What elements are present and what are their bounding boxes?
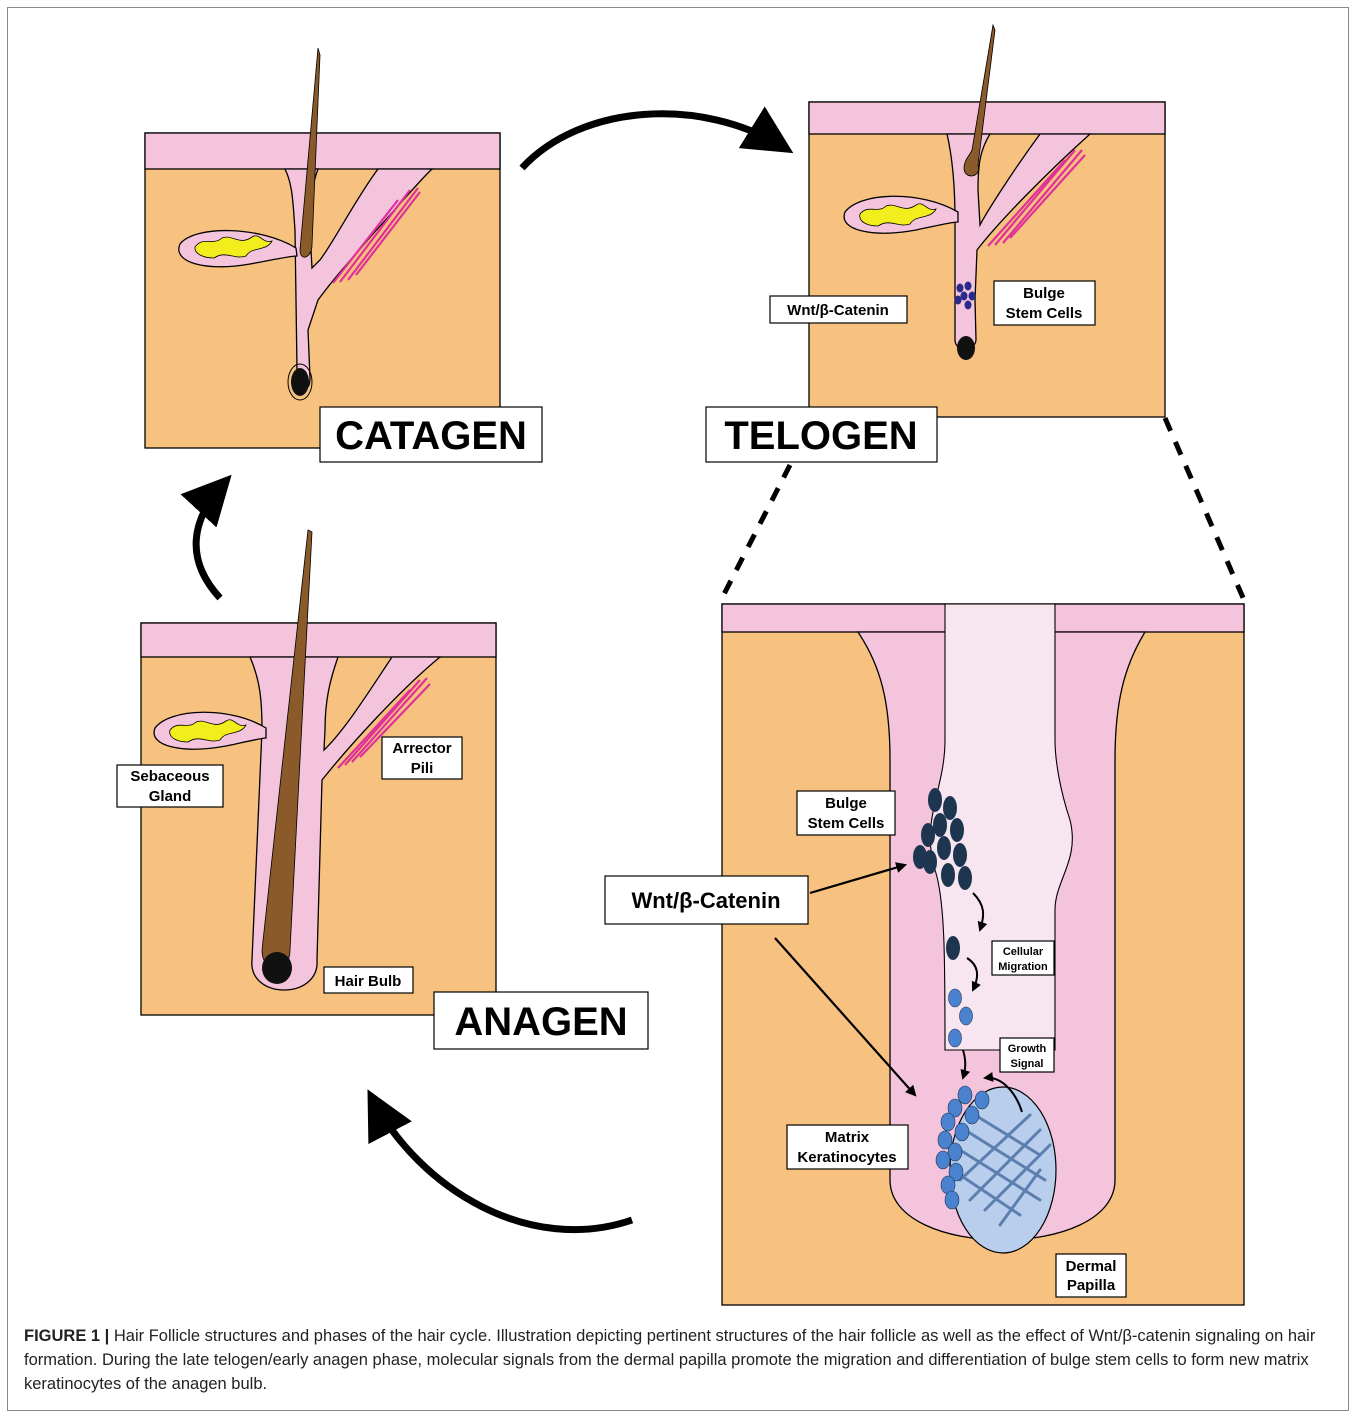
stage-title: ANAGEN [454, 1000, 627, 1044]
svg-text:Dermal: Dermal [1066, 1258, 1117, 1275]
label-cellular-migration: Cellular Migration [992, 941, 1054, 975]
epidermis [145, 133, 500, 169]
svg-text:Papilla: Papilla [1067, 1277, 1116, 1294]
label-sebaceous-gland: Sebaceous Gland [117, 765, 223, 807]
svg-text:Wnt/β-Catenin: Wnt/β-Catenin [631, 888, 780, 913]
stage-label-anagen: ANAGEN [434, 992, 648, 1049]
svg-text:Arrector: Arrector [392, 740, 451, 757]
svg-text:Matrix: Matrix [825, 1129, 870, 1146]
label-telogen-bulge: Bulge Stem Cells [994, 281, 1095, 325]
stage-label-catagen: CATAGEN [320, 407, 542, 462]
svg-text:Growth: Growth [1008, 1043, 1047, 1055]
caption-text: Hair Follicle structures and phases of t… [24, 1327, 1315, 1393]
dermal-papilla [957, 336, 975, 360]
svg-text:Pili: Pili [411, 760, 434, 777]
label-matrix-keratinocytes: Matrix Keratinocytes [787, 1125, 908, 1169]
figure-caption: FIGURE 1 | Hair Follicle structures and … [24, 1324, 1334, 1396]
dermis [809, 102, 1165, 417]
hair-cycle-diagram: CATAGEN TELOGEN ANAGEN Wnt/β-Catenin Bul… [0, 0, 1360, 1320]
svg-text:Stem Cells: Stem Cells [1006, 305, 1083, 322]
stage-title: CATAGEN [335, 414, 527, 458]
figure-label: FIGURE 1 | [24, 1327, 109, 1345]
label-telogen-wnt: Wnt/β-Catenin [770, 296, 907, 323]
svg-text:Stem Cells: Stem Cells [808, 815, 885, 832]
label-dermal-papilla: Dermal Papilla [1056, 1254, 1126, 1297]
stage-title: TELOGEN [724, 414, 917, 458]
svg-text:Migration: Migration [998, 961, 1048, 973]
detail-panel [722, 604, 1244, 1305]
svg-text:Gland: Gland [149, 788, 192, 805]
hair-bulb [291, 368, 309, 396]
epidermis [141, 623, 496, 657]
label-growth-signal: Growth Signal [1000, 1038, 1054, 1072]
svg-text:Wnt/β-Catenin: Wnt/β-Catenin [787, 302, 889, 319]
svg-text:Bulge: Bulge [1023, 285, 1065, 302]
svg-text:Hair Bulb: Hair Bulb [335, 973, 402, 990]
svg-text:Bulge: Bulge [825, 795, 867, 812]
label-detail-wnt: Wnt/β-Catenin [605, 876, 808, 924]
arrow-icon [522, 114, 785, 168]
telogen-panel [809, 25, 1165, 417]
arrow-icon [372, 1098, 632, 1230]
label-detail-bulge: Bulge Stem Cells [797, 791, 895, 835]
arrow-icon [196, 482, 225, 598]
svg-text:Keratinocytes: Keratinocytes [797, 1149, 896, 1166]
label-arrector-pili: Arrector Pili [382, 737, 462, 779]
label-hair-bulb: Hair Bulb [324, 967, 413, 993]
svg-text:Cellular: Cellular [1003, 946, 1044, 958]
svg-text:Sebaceous: Sebaceous [130, 768, 209, 785]
catagen-panel [145, 48, 500, 448]
svg-text:Signal: Signal [1010, 1058, 1043, 1070]
epidermis [809, 102, 1165, 134]
hair-bulb [262, 952, 292, 984]
stage-label-telogen: TELOGEN [706, 407, 937, 462]
